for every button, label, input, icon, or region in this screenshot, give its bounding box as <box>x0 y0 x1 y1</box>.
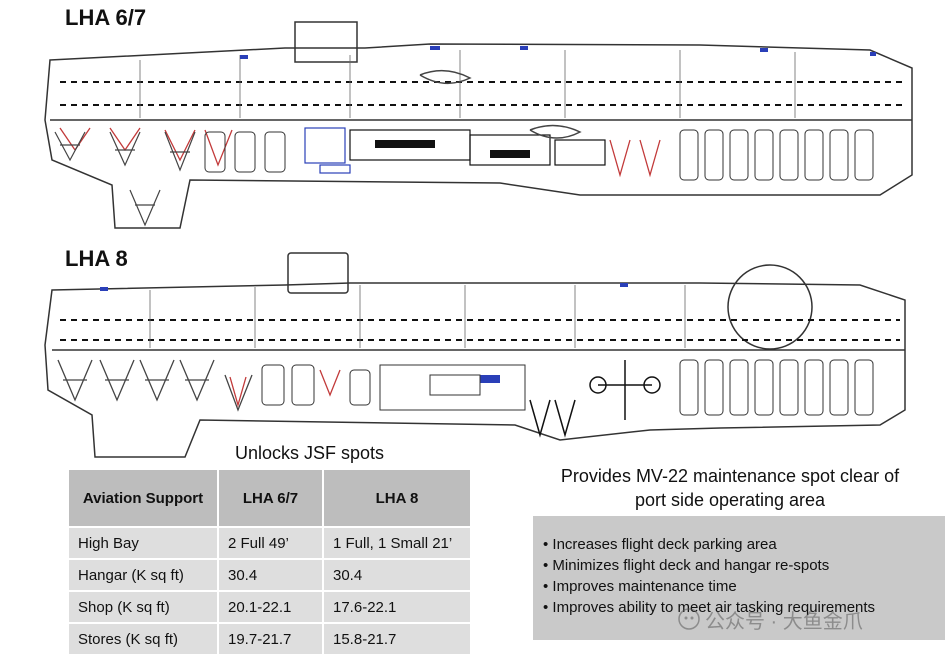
table-row: Shop (K sq ft) 20.1-22.1 17.6-22.1 <box>67 590 472 624</box>
table-header-row: Aviation Support LHA 6/7 LHA 8 <box>67 468 472 528</box>
list-item: Minimizes flight deck and hangar re-spot… <box>543 555 945 576</box>
list-item: Improves ability to meet air tasking req… <box>543 597 945 618</box>
row-label: High Bay <box>67 526 219 560</box>
jsf-caption: Unlocks JSF spots <box>235 443 385 463</box>
benefits-box: Increases flight deck parking area Minim… <box>533 516 945 640</box>
lha67-deck-diagram <box>44 21 913 229</box>
lha67-value: 2 Full 49’ <box>217 526 324 560</box>
watermark: 公众号 · 大鱼金爪 <box>705 611 863 633</box>
benefits-list: Increases flight deck parking area Minim… <box>533 516 945 618</box>
lha8-title: LHA 8 <box>65 246 128 271</box>
lha67-value: 19.7-21.7 <box>217 622 324 656</box>
table-row: Hangar (K sq ft) 30.4 30.4 <box>67 558 472 592</box>
row-label: Hangar (K sq ft) <box>67 558 219 592</box>
mv22-caption: Provides MV-22 maintenance spot clear of… <box>535 464 925 512</box>
mv22-caption-line1: Provides MV-22 maintenance spot clear of <box>560 466 900 486</box>
lha67-value: 30.4 <box>217 558 324 592</box>
lha8-value: 15.8-21.7 <box>322 622 472 656</box>
list-item: Increases flight deck parking area <box>543 534 945 555</box>
lha8-deck-diagram <box>44 252 906 458</box>
lha67-value: 20.1-22.1 <box>217 590 324 624</box>
lha67-title: LHA 6/7 <box>65 5 147 30</box>
table-row: High Bay 2 Full 49’ 1 Full, 1 Small 21’ <box>67 526 472 560</box>
aviation-support-table: Aviation Support LHA 6/7 LHA 8 High Bay … <box>67 468 472 656</box>
lha8-value: 30.4 <box>322 558 472 592</box>
lha8-value: 1 Full, 1 Small 21’ <box>322 526 472 560</box>
header-lha8: LHA 8 <box>322 468 472 528</box>
header-lha67: LHA 6/7 <box>217 468 324 528</box>
list-item: Improves maintenance time <box>543 576 945 597</box>
table-row: Stores (K sq ft) 19.7-21.7 15.8-21.7 <box>67 622 472 656</box>
header-aviation-support: Aviation Support <box>67 468 219 528</box>
row-label: Stores (K sq ft) <box>67 622 219 656</box>
lha8-value: 17.6-22.1 <box>322 590 472 624</box>
row-label: Shop (K sq ft) <box>67 590 219 624</box>
wechat-icon <box>678 608 700 630</box>
mv22-caption-line2: port side operating area <box>634 490 826 510</box>
